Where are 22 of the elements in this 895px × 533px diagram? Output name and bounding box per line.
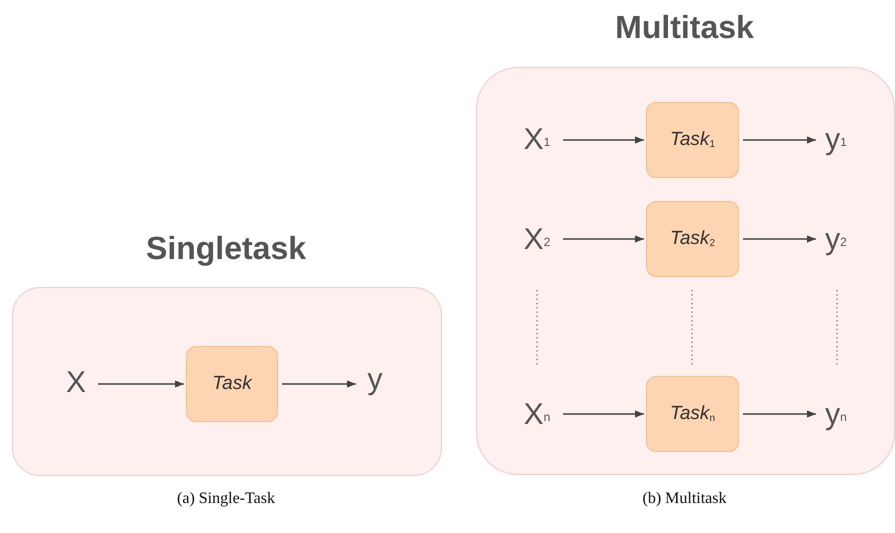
task-box (646, 376, 739, 452)
task-label: Task (212, 373, 252, 395)
task-box (646, 201, 739, 277)
input-label: X (58, 363, 94, 403)
arrow (98, 380, 184, 388)
figure-caption: (b) Multitask (642, 490, 728, 508)
panel-heading: Singletask (144, 229, 308, 268)
output-label: y (358, 360, 392, 400)
arrow (282, 380, 356, 388)
task-box (186, 346, 278, 422)
arrow (743, 136, 816, 144)
task-box (646, 102, 739, 178)
task-label: Task$_{2}$ (670, 228, 715, 250)
task-label: Task$_{n}$ (670, 403, 715, 425)
arrow (563, 410, 644, 418)
arrow (563, 235, 644, 243)
panel-heading: Multitask (614, 8, 755, 47)
arrow (743, 410, 816, 418)
task-label: Task$_{1}$ (670, 129, 715, 151)
arrow (743, 235, 816, 243)
figure-caption: (a) Single-Task (176, 490, 276, 508)
arrow (563, 136, 644, 144)
